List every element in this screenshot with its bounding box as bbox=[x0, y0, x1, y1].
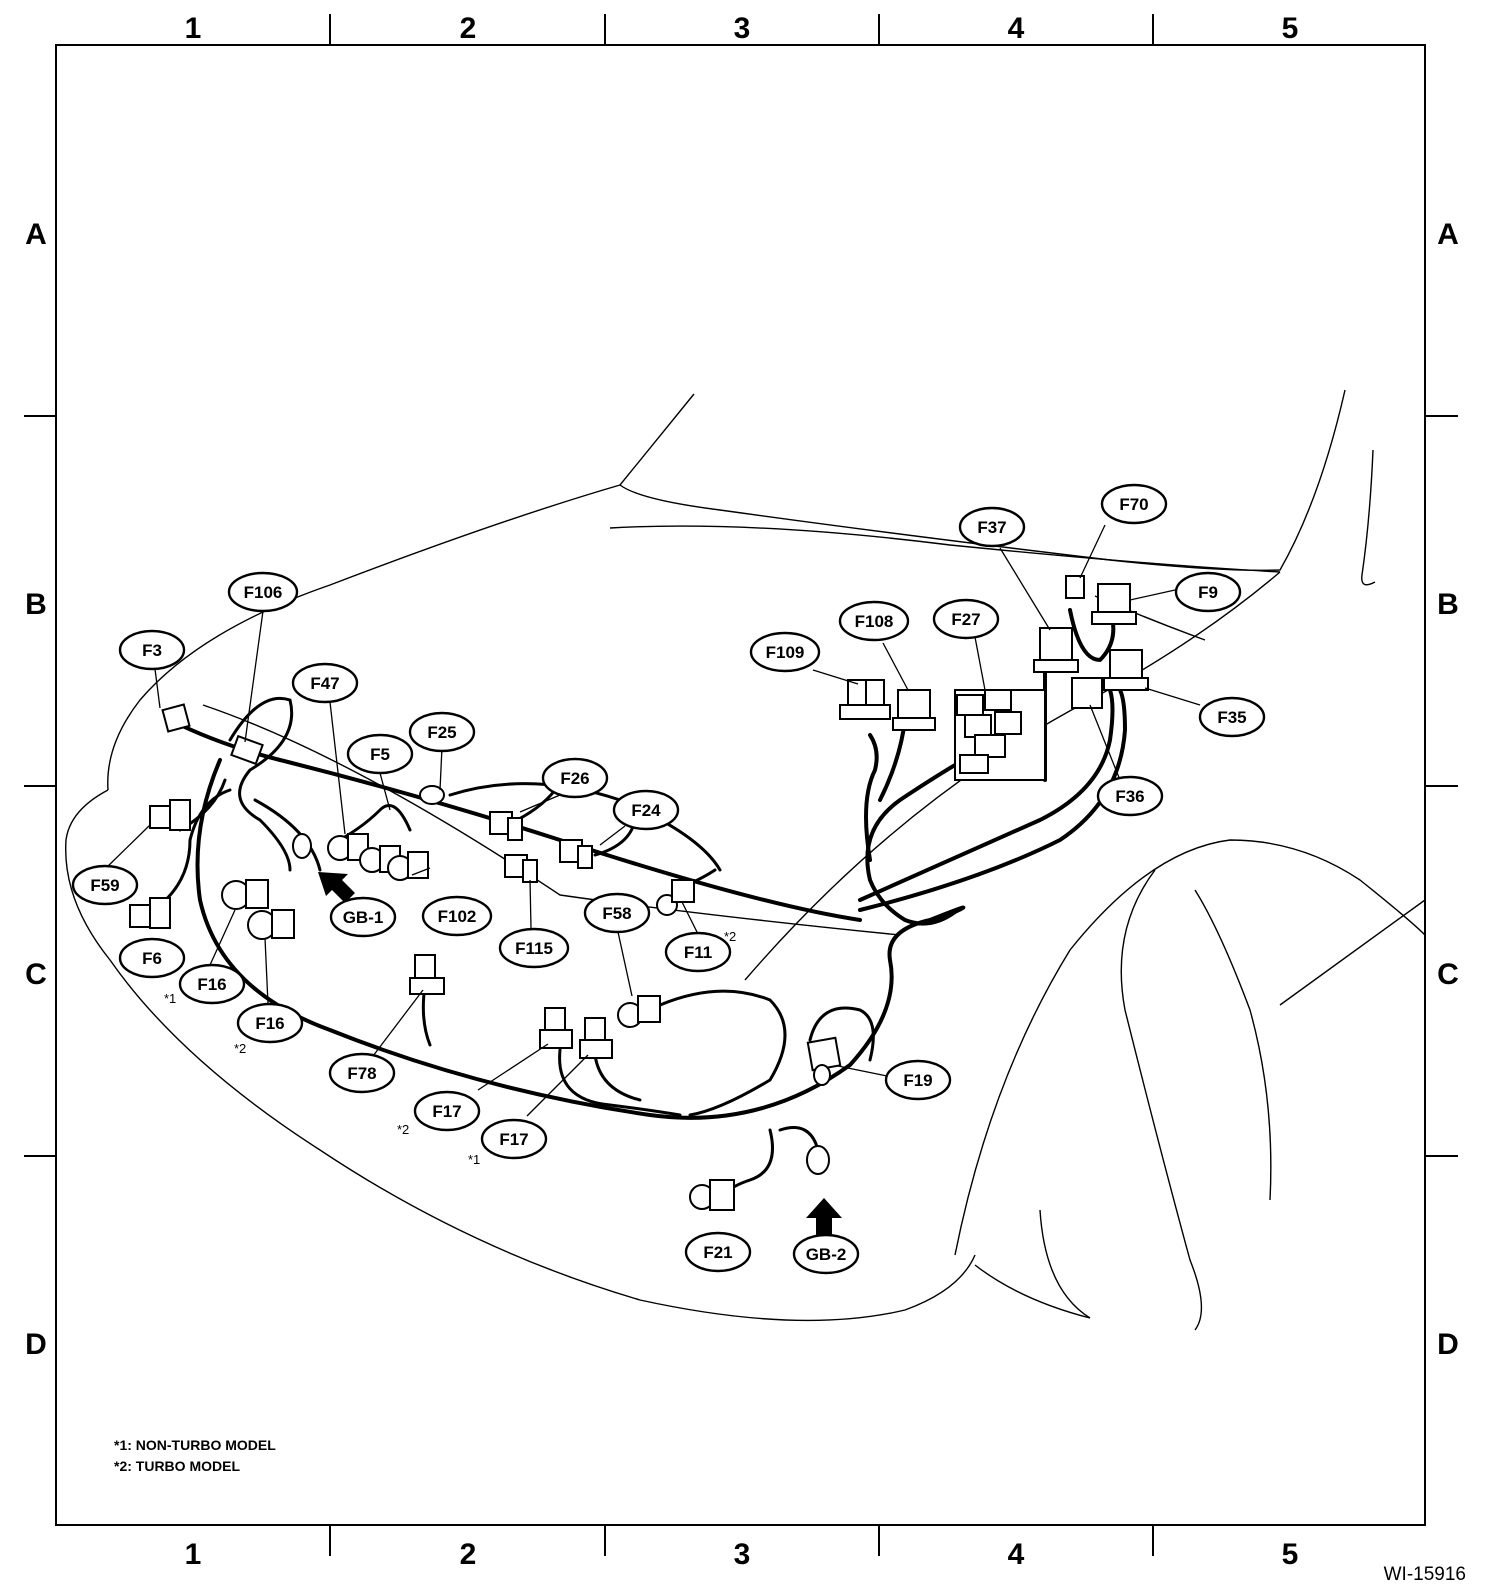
callout-f16-nonturbo: F16 bbox=[178, 963, 246, 1005]
callout-f59: F59 bbox=[71, 864, 139, 906]
model-marks: *1 *2 *2 *2 *1 bbox=[164, 929, 736, 1167]
callout-f19: F19 bbox=[884, 1059, 952, 1101]
callout-f106: F106 bbox=[227, 571, 299, 613]
svg-text:F35: F35 bbox=[1217, 708, 1246, 727]
svg-text:F115: F115 bbox=[515, 939, 553, 958]
svg-text:F47: F47 bbox=[310, 674, 339, 693]
callout-gb1: GB-1 bbox=[329, 896, 397, 938]
svg-text:F3: F3 bbox=[142, 641, 162, 660]
mark-f16-turbo: *2 bbox=[234, 1041, 246, 1056]
row-label-right-C: C bbox=[1437, 958, 1459, 991]
svg-text:F9: F9 bbox=[1198, 583, 1218, 602]
callout-gb2: GB-2 bbox=[792, 1233, 860, 1275]
svg-text:F108: F108 bbox=[855, 612, 894, 631]
svg-text:F25: F25 bbox=[427, 723, 456, 742]
svg-text:F5: F5 bbox=[370, 745, 390, 764]
col-label-bottom-2: 2 bbox=[460, 1538, 477, 1571]
connector-callouts: F3 F106 F47 F5 F25 F26 F24 F59 F6 F16 F1… bbox=[71, 483, 1266, 1275]
vehicle-body-outline bbox=[64, 389, 1426, 1331]
svg-text:F58: F58 bbox=[602, 904, 631, 923]
col-label-top-5: 5 bbox=[1282, 12, 1299, 45]
callout-f17-nonturbo: F17 bbox=[480, 1118, 548, 1160]
svg-text:F6: F6 bbox=[142, 949, 162, 968]
callout-f26: F26 bbox=[541, 757, 609, 799]
row-label-left-D: D bbox=[25, 1328, 47, 1361]
svg-text:F78: F78 bbox=[347, 1064, 376, 1083]
svg-text:F16: F16 bbox=[255, 1014, 284, 1033]
row-label-left-C: C bbox=[25, 958, 47, 991]
callout-f17-turbo: F17 bbox=[413, 1090, 481, 1132]
svg-text:F11: F11 bbox=[684, 943, 712, 962]
callout-f9: F9 bbox=[1174, 571, 1242, 613]
svg-text:F109: F109 bbox=[766, 643, 805, 662]
callout-f6: F6 bbox=[118, 937, 186, 979]
svg-text:F21: F21 bbox=[703, 1243, 732, 1262]
svg-text:F17: F17 bbox=[499, 1130, 528, 1149]
col-label-bottom-4: 4 bbox=[1008, 1538, 1025, 1571]
legend: *1: NON-TURBO MODEL *2: TURBO MODEL bbox=[114, 1437, 276, 1474]
col-label-top-4: 4 bbox=[1008, 12, 1025, 45]
connector-bodies bbox=[129, 575, 1149, 1211]
callout-f37: F37 bbox=[958, 506, 1026, 548]
ground-arrow-gb2 bbox=[806, 1198, 842, 1236]
mark-f16-nonturbo: *1 bbox=[164, 991, 176, 1006]
grid-labels: 1 2 3 4 5 1 2 3 4 5 A B C D A B C D bbox=[25, 12, 1459, 1571]
callout-f16-turbo: F16 bbox=[236, 1002, 304, 1044]
mark-f17-nonturbo: *1 bbox=[468, 1152, 480, 1167]
callout-f70: F70 bbox=[1100, 483, 1168, 525]
callout-f36: F36 bbox=[1096, 775, 1164, 817]
figure-id: WI-15916 bbox=[1384, 1564, 1466, 1585]
row-label-right-B: B bbox=[1437, 588, 1459, 621]
col-label-top-3: 3 bbox=[734, 12, 751, 45]
callout-f102: F102 bbox=[421, 895, 493, 937]
callout-f3: F3 bbox=[118, 629, 186, 671]
row-label-right-A: A bbox=[1437, 218, 1459, 251]
col-label-bottom-5: 5 bbox=[1282, 1538, 1299, 1571]
row-label-right-D: D bbox=[1437, 1328, 1459, 1361]
svg-text:F106: F106 bbox=[244, 583, 283, 602]
leader-lines bbox=[104, 524, 1201, 1117]
ground-arrow-gb1 bbox=[318, 872, 355, 903]
diagram-frame bbox=[55, 44, 1426, 1526]
svg-text:F24: F24 bbox=[631, 801, 661, 820]
svg-text:F26: F26 bbox=[560, 769, 589, 788]
row-label-left-A: A bbox=[25, 218, 47, 251]
legend-line-1: *1: NON-TURBO MODEL bbox=[114, 1437, 276, 1453]
col-label-bottom-1: 1 bbox=[185, 1538, 202, 1571]
callout-f47: F47 bbox=[291, 662, 359, 704]
svg-text:F37: F37 bbox=[977, 518, 1006, 537]
svg-text:F27: F27 bbox=[951, 610, 980, 629]
legend-line-2: *2: TURBO MODEL bbox=[114, 1458, 240, 1474]
callout-f5: F5 bbox=[346, 733, 414, 775]
svg-text:F70: F70 bbox=[1119, 495, 1148, 514]
svg-text:F102: F102 bbox=[438, 907, 477, 926]
mark-f11: *2 bbox=[724, 929, 736, 944]
col-label-top-2: 2 bbox=[460, 12, 477, 45]
svg-text:F19: F19 bbox=[903, 1071, 932, 1090]
callout-f78: F78 bbox=[328, 1052, 396, 1094]
callout-f108: F108 bbox=[838, 600, 910, 642]
grid-ticks bbox=[24, 14, 1458, 1556]
callout-f35: F35 bbox=[1198, 696, 1266, 738]
col-label-top-1: 1 bbox=[185, 12, 202, 45]
svg-text:F59: F59 bbox=[90, 876, 119, 895]
callout-f109: F109 bbox=[749, 631, 821, 673]
svg-text:F16: F16 bbox=[197, 975, 226, 994]
row-label-left-B: B bbox=[25, 588, 47, 621]
mark-f17-turbo: *2 bbox=[397, 1122, 409, 1137]
svg-text:F36: F36 bbox=[1115, 787, 1144, 806]
callout-f24: F24 bbox=[612, 789, 680, 831]
svg-text:GB-2: GB-2 bbox=[806, 1245, 847, 1264]
svg-text:GB-1: GB-1 bbox=[343, 908, 384, 927]
callout-f115: F115 bbox=[498, 927, 570, 969]
callout-f21: F21 bbox=[684, 1231, 752, 1273]
callout-f25: F25 bbox=[408, 711, 476, 753]
callout-f11: F11 bbox=[664, 931, 732, 973]
callout-f27: F27 bbox=[932, 598, 1000, 640]
callout-f58: F58 bbox=[583, 892, 651, 934]
svg-text:F17: F17 bbox=[432, 1102, 461, 1121]
col-label-bottom-3: 3 bbox=[734, 1538, 751, 1571]
